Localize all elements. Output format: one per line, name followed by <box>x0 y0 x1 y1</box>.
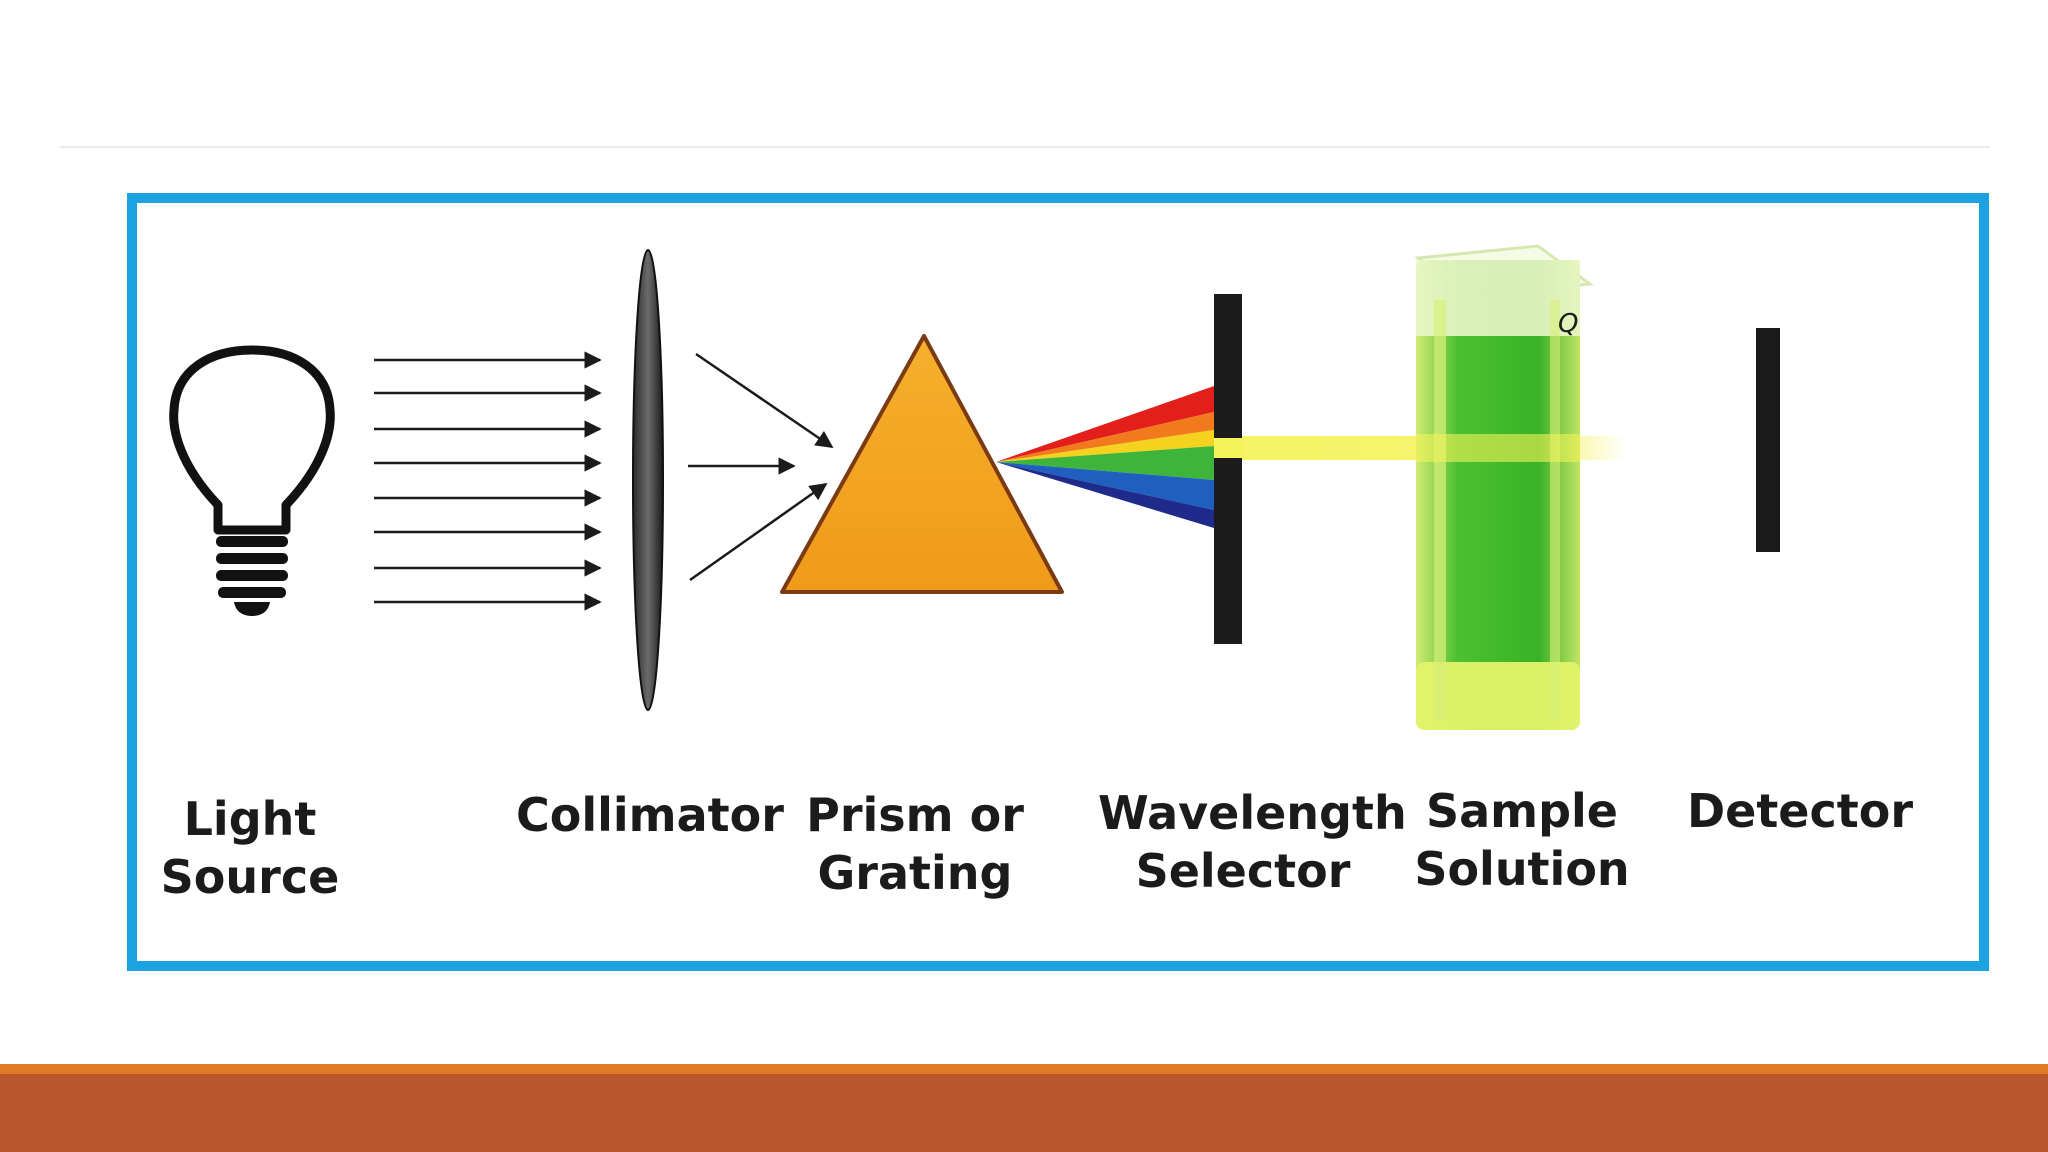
collimator-lens-icon <box>632 249 664 711</box>
label-detector: Detector <box>1686 784 1914 838</box>
cuvette-icon <box>1413 244 1595 730</box>
label-wavelength-selector: Wavelength Selector <box>1098 786 1407 898</box>
label-light-source: Light Source <box>160 792 340 904</box>
prism-icon <box>780 334 1064 594</box>
wavelength-selector-slit <box>1214 294 1242 644</box>
detector-icon <box>1756 328 1780 552</box>
footer-bar <box>0 1064 2048 1152</box>
incident-light-rays <box>374 351 602 611</box>
label-prism-or-grating: Prism or Grating <box>806 788 1024 900</box>
light-bulb-icon <box>169 345 335 616</box>
header-divider <box>60 146 1990 148</box>
converging-rays <box>688 352 834 582</box>
dispersed-spectrum <box>996 386 1214 528</box>
cuvette-mark: Q <box>1558 309 1578 339</box>
label-collimator: Collimator <box>516 788 784 842</box>
label-sample-solution: Sample Solution <box>1414 784 1630 896</box>
